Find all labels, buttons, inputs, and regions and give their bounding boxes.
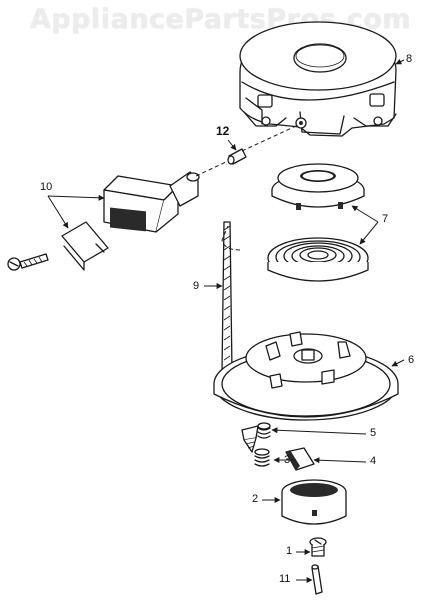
callout-8: 8: [406, 53, 413, 65]
callout-9: 9: [193, 280, 200, 292]
starter-handle: [103, 171, 200, 233]
rope-guide-pin: [227, 148, 247, 165]
compression-spring: [254, 448, 270, 467]
callout-1: 1: [286, 545, 293, 557]
callout-2: 2: [252, 493, 259, 505]
pawl-pivot-screw: [241, 425, 259, 453]
housing-cover: [239, 21, 397, 137]
center-screw: [309, 537, 327, 557]
callout-10: 10: [40, 181, 53, 193]
bracket-screw: [7, 253, 49, 271]
rope-pulley: [213, 331, 399, 421]
handle-bracket: [61, 221, 109, 271]
callout-7: 7: [382, 213, 389, 225]
retainer-cup: [281, 479, 347, 525]
leader-arrows: [47, 58, 405, 583]
pawl-spring: [257, 422, 271, 439]
callout-6: 6: [408, 354, 415, 366]
callout-11: 11: [279, 573, 291, 585]
recoil-spring: [267, 237, 369, 282]
callout-5: 5: [370, 427, 377, 439]
callout-3: 3: [284, 454, 291, 466]
roll-pin: [311, 564, 323, 595]
callout-4: 4: [370, 455, 377, 467]
spring-retainer: [271, 163, 365, 210]
callout-12: 12: [216, 124, 230, 138]
pawl: [285, 447, 315, 471]
